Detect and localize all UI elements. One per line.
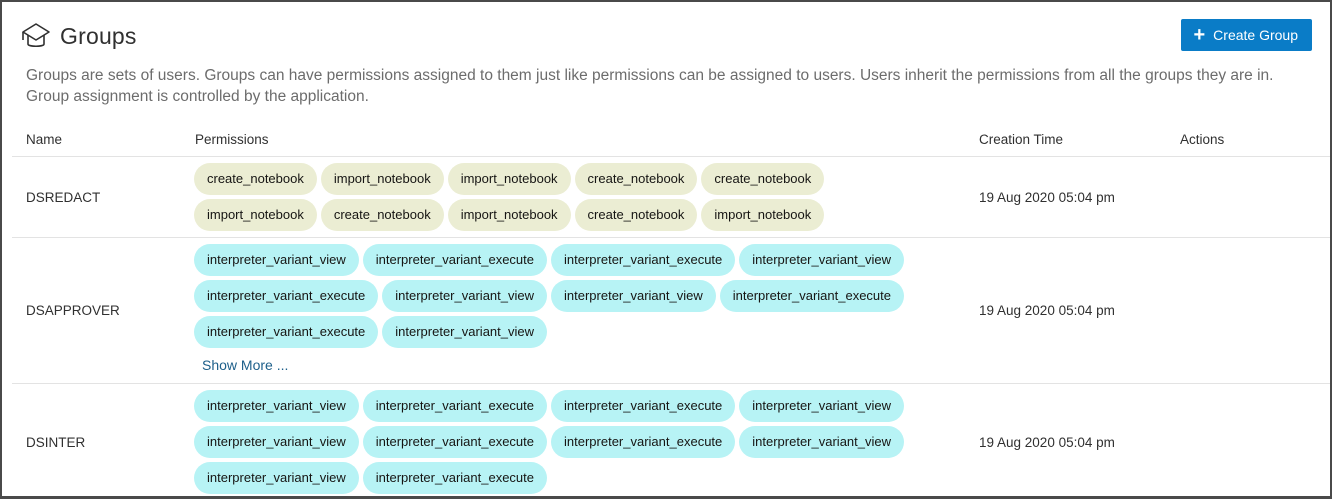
permission-chip: interpreter_variant_view [194, 390, 359, 422]
permission-chip: interpreter_variant_execute [551, 244, 736, 276]
permission-chip: create_notebook [320, 199, 444, 231]
permission-chip: create_notebook [574, 199, 698, 231]
actions-cell [1166, 157, 1330, 237]
page-description: Groups are sets of users. Groups can hav… [26, 67, 1274, 105]
create-group-label: Create Group [1213, 27, 1298, 43]
column-header-creation-time[interactable]: Creation Time [979, 131, 1064, 147]
permission-chip: interpreter_variant_execute [362, 426, 547, 458]
column-header-name[interactable]: Name [26, 131, 63, 147]
actions-cell [1166, 384, 1330, 496]
permission-chip: interpreter_variant_execute [362, 390, 547, 422]
create-group-button[interactable]: + Create Group [1181, 19, 1312, 51]
plus-icon: + [1193, 24, 1206, 46]
permission-chip: create_notebook [194, 163, 317, 195]
permission-chip: interpreter_variant_view [739, 244, 904, 276]
permission-chip: import_notebook [447, 199, 571, 231]
permission-chip: create_notebook [574, 163, 698, 195]
permission-chip: create_notebook [701, 163, 825, 195]
groups-table: Name Permissions Creation Time Actions D… [12, 122, 1330, 496]
group-name: DSINTER [26, 434, 86, 450]
creation-time: 19 Aug 2020 05:04 pm [979, 434, 1115, 450]
permission-chip: import_notebook [701, 199, 825, 231]
creation-time: 19 Aug 2020 05:04 pm [979, 303, 1115, 318]
permission-chip: interpreter_variant_view [194, 426, 359, 458]
column-header-permissions[interactable]: Permissions [195, 131, 269, 147]
page-header: Groups [20, 20, 137, 52]
permission-chip: interpreter_variant_view [194, 244, 359, 276]
permission-chip: interpreter_variant_view [382, 280, 547, 312]
page-title: Groups [60, 22, 137, 49]
group-name: DSAPPROVER [26, 303, 120, 318]
permission-chip: interpreter_variant_execute [194, 280, 379, 312]
permission-chip: import_notebook [320, 163, 444, 195]
graduation-cap-icon [22, 23, 50, 48]
permission-chip: interpreter_variant_execute [362, 244, 547, 276]
permission-chip: import_notebook [194, 199, 317, 231]
permission-chip: interpreter_variant_execute [551, 426, 736, 458]
group-name: DSREDACT [26, 189, 101, 205]
permission-chip: interpreter_variant_execute [719, 280, 904, 312]
permission-chip: interpreter_variant_view [739, 390, 904, 422]
permission-chip: interpreter_variant_view [382, 316, 547, 348]
show-more-link[interactable]: Show More ... [202, 357, 289, 373]
actions-cell [1166, 238, 1330, 383]
permission-chip: interpreter_variant_execute [194, 316, 379, 348]
permission-chip: interpreter_variant_view [194, 462, 359, 494]
permission-chip: interpreter_variant_view [551, 280, 716, 312]
permission-chip: interpreter_variant_execute [362, 462, 547, 494]
permission-chip: interpreter_variant_view [739, 426, 904, 458]
table-header: Name Permissions Creation Time Actions [12, 122, 1330, 157]
permission-chip: import_notebook [447, 163, 571, 195]
permission-chip: interpreter_variant_execute [551, 390, 736, 422]
column-header-actions: Actions [1180, 131, 1225, 147]
creation-time: 19 Aug 2020 05:04 pm [979, 189, 1115, 205]
